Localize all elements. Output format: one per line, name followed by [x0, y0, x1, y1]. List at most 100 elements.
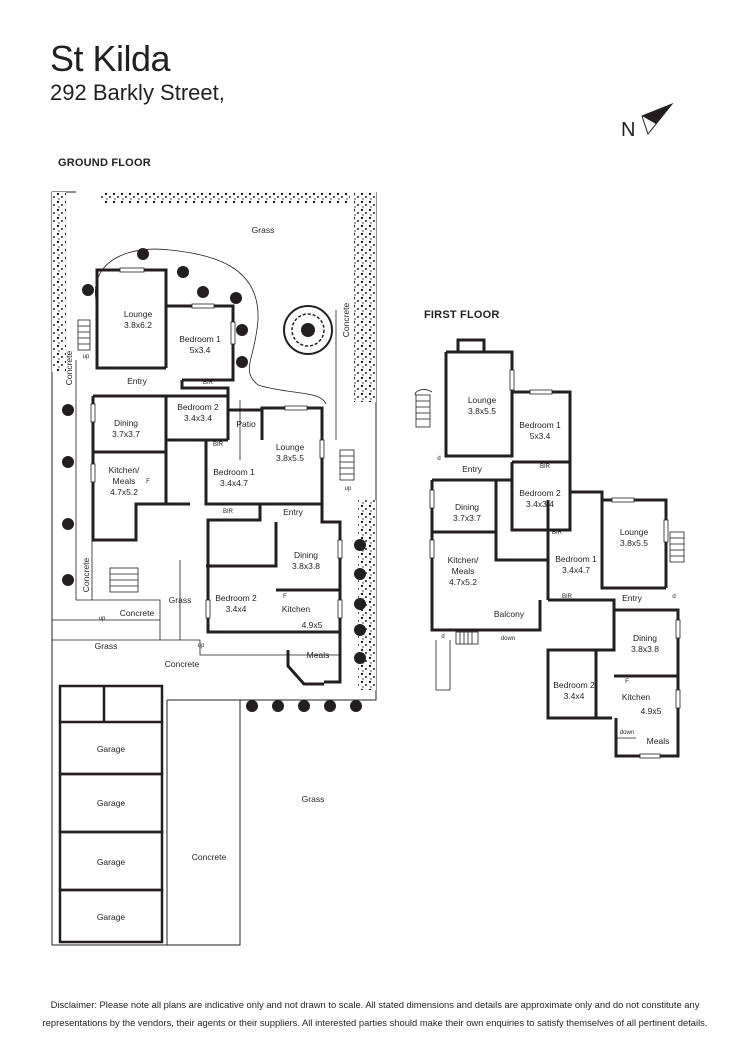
ff-bedroom2-rear-name: Bedroom 2 — [553, 680, 595, 690]
gf-patio: Patio — [236, 419, 256, 429]
tree-icon — [283, 305, 333, 355]
gf-lounge-rear-name: Lounge — [276, 442, 305, 452]
ff-balcony: Balcony — [494, 609, 525, 619]
ff-lounge-rear-name: Lounge — [620, 527, 649, 537]
gf-dining-front-dims: 3.7x3.7 — [112, 429, 140, 439]
gf-bedroom2-front-dims: 3.4x3.4 — [184, 413, 212, 423]
gf-bedroom1-rear-name: Bedroom 1 — [213, 467, 255, 477]
gf-concrete-center: Concrete — [165, 659, 200, 669]
gf-dining-rear-name: Dining — [294, 550, 318, 560]
gf-bedroom2-front-name: Bedroom 2 — [177, 402, 219, 412]
north-label: N — [621, 119, 635, 140]
first-windows — [429, 369, 681, 759]
ground-floor-walls — [91, 268, 342, 686]
hedge-top — [100, 192, 350, 204]
ff-entry-front: Entry — [462, 464, 483, 474]
ground-windows — [90, 267, 343, 619]
property-address: 292 Barkly Street, — [50, 80, 225, 105]
first-stairs — [414, 389, 685, 739]
gf-up-4: up — [198, 643, 205, 649]
gf-grass-top: Grass — [252, 225, 275, 235]
garage-1-label: Garage — [97, 744, 126, 754]
ff-kitchen-rear-name: Kitchen — [622, 692, 651, 702]
garage-2-label: Garage — [97, 798, 126, 808]
gf-bedroom1-front-name: Bedroom 1 — [179, 334, 221, 344]
gf-lounge-front-name: Lounge — [124, 309, 153, 319]
ff-dining-rear-dims: 3.8x3.8 — [631, 644, 659, 654]
gf-up-3: up — [99, 616, 106, 622]
ff-kitchen-meals-name: Kitchen/ — [448, 555, 479, 565]
gf-up-1: up — [83, 354, 90, 360]
gf-concrete-bottom: Concrete — [192, 852, 227, 862]
gf-kitchen-meals-name: Kitchen/ — [109, 465, 140, 475]
ff-bedroom1-front-name: Bedroom 1 — [519, 420, 561, 430]
ground-floor-label: GROUND FLOOR — [58, 157, 151, 169]
gf-up-2: up — [345, 486, 352, 492]
gf-kitchen-rear-dims: 4.9x5 — [302, 620, 323, 630]
gf-entry-rear: Entry — [283, 507, 304, 517]
gf-kitchen-meals-dims: 4.7x5.2 — [110, 487, 138, 497]
ff-d-2: d — [672, 594, 675, 600]
gf-grass-left: Grass — [95, 641, 118, 651]
garden-edge — [95, 248, 327, 405]
garage-4-label: Garage — [97, 912, 126, 922]
gf-dining-front-name: Dining — [114, 418, 138, 428]
ff-lounge-front-name: Lounge — [468, 395, 497, 405]
ff-bir-1: BIR — [540, 464, 551, 470]
outdoor-paths — [52, 310, 340, 656]
ff-bedroom1-rear-name: Bedroom 1 — [555, 554, 597, 564]
ff-bedroom2-rear-dims: 3.4x4 — [564, 691, 585, 701]
property-suburb-title: St Kilda — [50, 38, 171, 79]
ff-d-1: d — [437, 456, 440, 462]
ff-bedroom1-front-dims: 5x3.4 — [530, 431, 551, 441]
hedge-left — [52, 192, 66, 372]
gf-bedroom2-rear-dims: 3.4x4 — [226, 604, 247, 614]
gf-concrete-lower-left: Concrete — [81, 557, 91, 592]
ff-dining-rear-name: Dining — [633, 633, 657, 643]
gf-f-2: F — [283, 594, 287, 600]
ff-d-3: d — [441, 634, 444, 640]
ff-kitchen-meals-dims: 4.7x5.2 — [449, 577, 477, 587]
gf-concrete-left: Concrete — [64, 350, 74, 385]
garages — [58, 684, 164, 944]
ground-small-labels: BIR BIR BIR up up up up F F — [83, 354, 352, 649]
hedge-right — [354, 192, 376, 402]
garden-plants — [62, 248, 366, 712]
gf-kitchen-meals-name2: Meals — [113, 476, 136, 486]
ff-kitchen-meals-name2: Meals — [452, 566, 475, 576]
first-floor-label: FIRST FLOOR — [424, 309, 500, 321]
gf-bir-1: BIR — [203, 380, 214, 386]
gf-f-1: F — [146, 479, 150, 485]
ground-stairs — [77, 319, 355, 593]
ff-lounge-front-dims: 3.8x5.5 — [468, 406, 496, 416]
ff-lounge-rear-dims: 3.8x5.5 — [620, 538, 648, 548]
gf-bedroom2-rear-name: Bedroom 2 — [215, 593, 257, 603]
garage-3-label: Garage — [97, 857, 126, 867]
ff-meals-rear: Meals — [647, 736, 670, 746]
gf-entry-front: Entry — [127, 376, 148, 386]
gf-lounge-rear-dims: 3.8x5.5 — [276, 453, 304, 463]
ff-down-2: down — [620, 730, 634, 736]
ff-dining-front-dims: 3.7x3.7 — [453, 513, 481, 523]
ff-bedroom2-front-dims: 3.4x3.4 — [526, 499, 554, 509]
gf-kitchen-rear-name: Kitchen — [282, 604, 311, 614]
ground-room-labels: Lounge 3.8x6.2 Bedroom 1 5x3.4 Entry Din… — [64, 225, 351, 922]
ff-entry-rear: Entry — [622, 593, 643, 603]
gf-grass-mid: Grass — [169, 595, 192, 605]
first-room-labels: Lounge 3.8x5.5 Bedroom 1 5x3.4 Entry Din… — [448, 395, 670, 746]
ff-kitchen-rear-dims: 4.9x5 — [641, 706, 662, 716]
ff-bir-2: BIR — [552, 530, 563, 536]
north-arrow-icon: N — [621, 102, 674, 140]
gf-grass-bottom: Grass — [302, 794, 325, 804]
ff-bir-3: BIR — [562, 594, 573, 600]
gf-meals-rear: Meals — [307, 650, 330, 660]
gf-lounge-front-dims: 3.8x6.2 — [124, 320, 152, 330]
gf-bir-3: BIR — [223, 509, 234, 515]
ff-f-1: F — [625, 679, 629, 685]
gf-bedroom1-front-dims: 5x3.4 — [190, 345, 211, 355]
ff-bedroom2-front-name: Bedroom 2 — [519, 488, 561, 498]
ff-dining-front-name: Dining — [455, 502, 479, 512]
gf-bir-2: BIR — [213, 442, 224, 448]
first-small-labels: BIR BIR BIR down down d d d F — [437, 456, 675, 736]
